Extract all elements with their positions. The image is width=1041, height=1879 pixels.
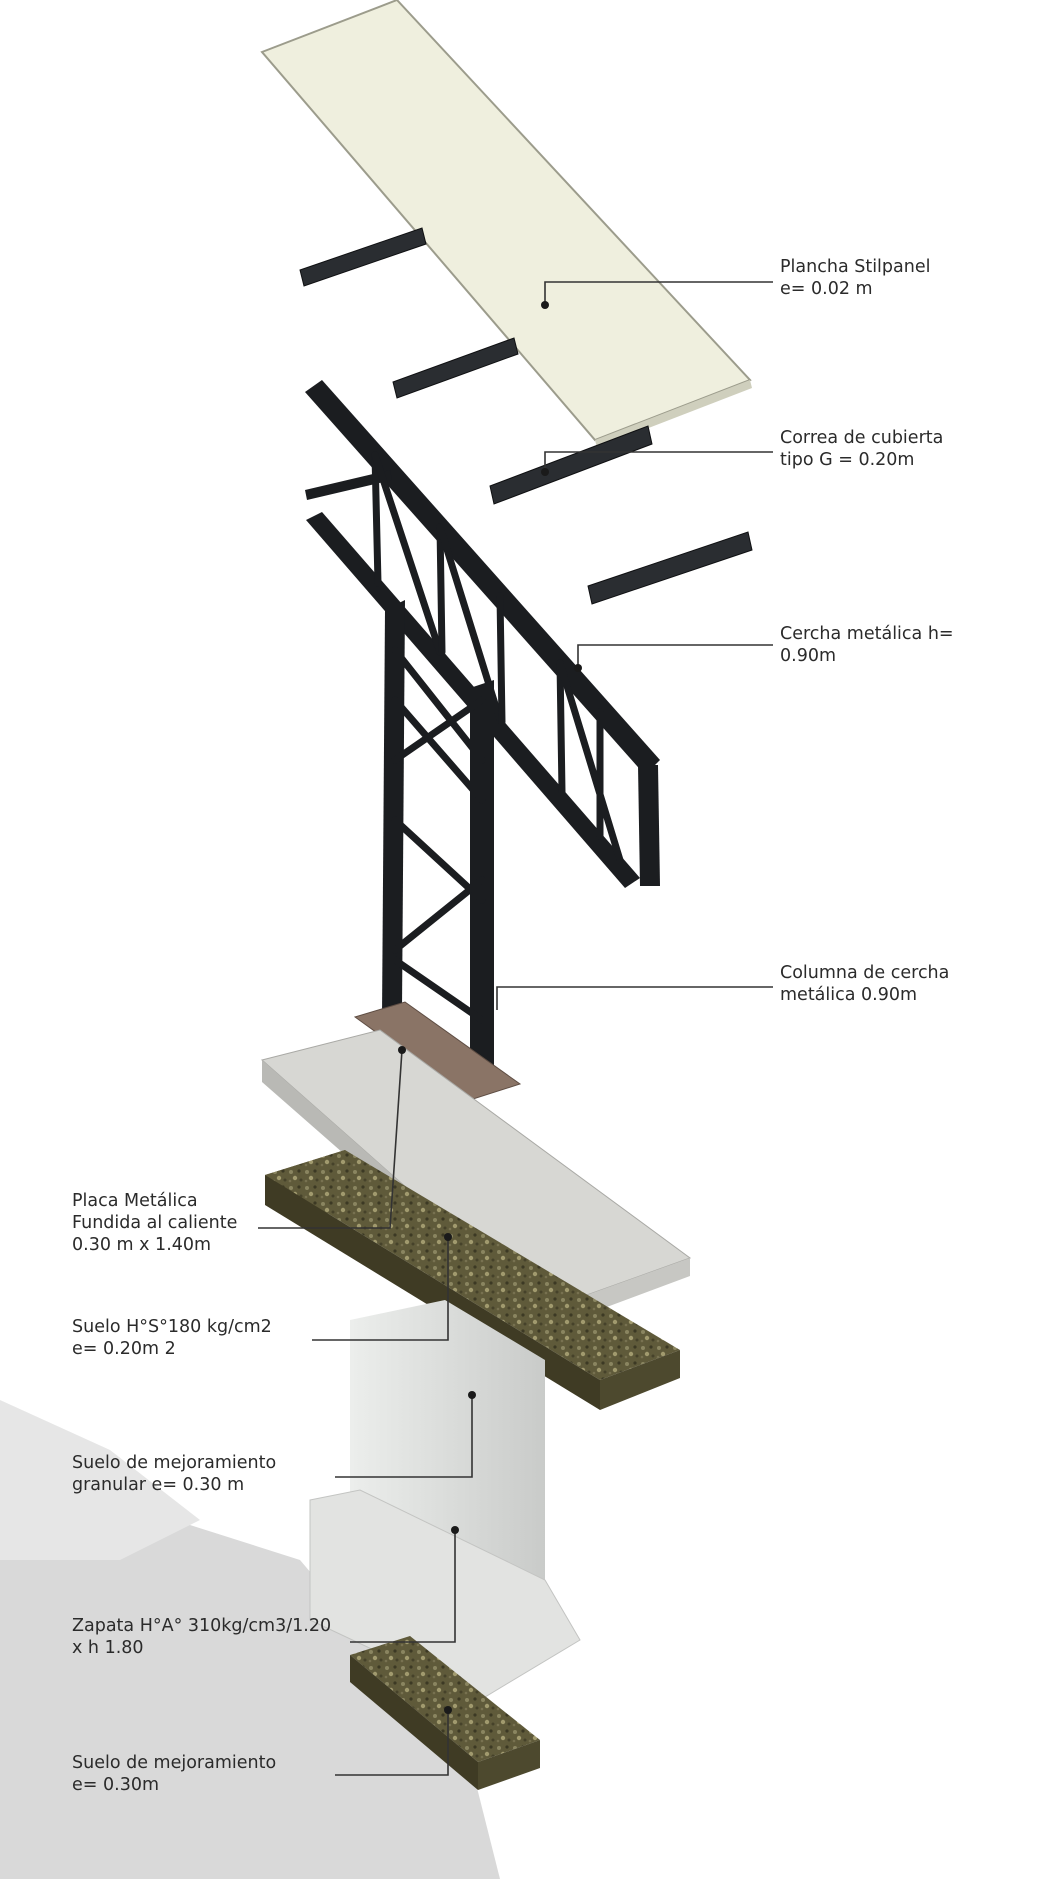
label-cercha-metalica: Cercha metálica h= 0.90m (780, 623, 954, 667)
label-suelo-hs: Suelo H°S°180 kg/cm2 e= 0.20m 2 (72, 1316, 272, 1360)
leader-suelo-hs (312, 1237, 449, 1341)
label-columna-cercha: Columna de cercha metálica 0.90m (780, 962, 949, 1006)
label-correa-line1: Correa de cubierta (780, 428, 944, 448)
label-columna-line1: Columna de cercha (780, 963, 950, 983)
label-mej-granular-line2: granular e= 0.30 m (72, 1475, 245, 1495)
leader-placa (258, 1049, 403, 1229)
label-cercha-line1: Cercha metálica h= (780, 624, 954, 644)
label-correa-cubierta: Correa de cubierta tipo G = 0.20m (780, 427, 943, 471)
label-mejoramiento-line1: Suelo de mejoramiento (72, 1753, 277, 1773)
truss-column (382, 600, 494, 1095)
label-plancha-line1: Plancha Stilpanel (780, 257, 931, 277)
label-placa-line1: Placa Metálica (72, 1191, 198, 1211)
label-placa-line3: 0.30 m x 1.40m (72, 1235, 212, 1255)
label-plancha-stilpanel: Plancha Stilpanel e= 0.02 m (780, 256, 930, 300)
bottom-granular-fill (350, 1636, 540, 1790)
label-mejoramiento: Suelo de mejoramiento e= 0.30m (72, 1752, 276, 1796)
label-mej-granular-line1: Suelo de mejoramiento (72, 1453, 277, 1473)
roof-panel (260, 0, 752, 448)
label-zapata-line1: Zapata H°A° 310kg/cm3/1.20 (72, 1616, 332, 1636)
roof-purlins (299, 227, 753, 605)
leader-correa (544, 451, 773, 472)
leader-columna (496, 986, 773, 1010)
label-plancha-line2: e= 0.02 m (780, 279, 873, 299)
label-zapata-line2: x h 1.80 (72, 1638, 144, 1658)
label-cercha-line2: 0.90m (780, 646, 837, 666)
leader-cercha (577, 644, 773, 668)
leader-mejoramiento (335, 1710, 449, 1776)
ground-shadow (0, 1490, 500, 1879)
leader-plancha (544, 281, 773, 305)
leader-dots (398, 301, 582, 1714)
leader-mejoramiento-granular (335, 1395, 473, 1478)
label-zapata: Zapata H°A° 310kg/cm3/1.20 x h 1.80 (72, 1615, 331, 1659)
label-mejoramiento-line2: e= 0.30m (72, 1775, 160, 1795)
label-suelo-hs-line1: Suelo H°S°180 kg/cm2 (72, 1317, 272, 1337)
label-mejoramiento-granular: Suelo de mejoramiento granular e= 0.30 m (72, 1452, 276, 1496)
ground-shadow-soft (0, 1400, 200, 1560)
label-suelo-hs-line2: e= 0.20m 2 (72, 1339, 176, 1359)
leader-lines (258, 281, 773, 1776)
label-placa-line2: Fundida al caliente (72, 1213, 238, 1233)
label-correa-line2: tipo G = 0.20m (780, 450, 915, 470)
leader-zapata (350, 1530, 456, 1643)
label-columna-line2: metálica 0.90m (780, 985, 918, 1005)
label-placa-metalica: Placa Metálica Fundida al caliente 0.30 … (72, 1190, 237, 1256)
